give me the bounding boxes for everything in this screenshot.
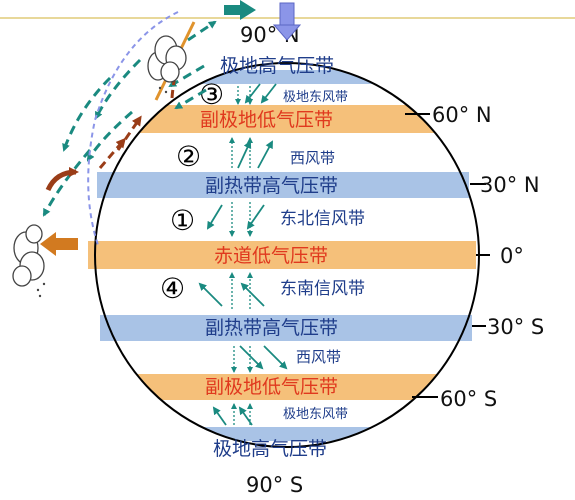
marker-1: ① — [170, 204, 195, 237]
outflow-arrow-icon — [40, 232, 78, 256]
wind-arrow-westerly-n1 — [237, 140, 252, 169]
surface-wind-arrows — [198, 83, 288, 426]
lat-label-90s: 90° S — [246, 473, 303, 497]
wind-arrow-se-trade-2 — [240, 282, 265, 307]
label-polar-easterlies-south: 极地东风带 — [283, 407, 348, 422]
label-polar-high-north: 极地高气压带 — [220, 55, 334, 77]
upper-circulation-arrows — [42, 20, 217, 217]
marker-2: ② — [176, 140, 201, 173]
wind-arrow-westerly-n2 — [257, 140, 273, 169]
label-polar-high-south: 极地高气压带 — [213, 438, 327, 460]
wind-arrow-ne-trade-1 — [206, 204, 223, 230]
label-westerlies-north: 西风带 — [290, 149, 335, 167]
outflow-arrow-top — [224, 0, 256, 20]
wind-arrow-ne-trade-2 — [246, 204, 265, 230]
label-subpolar-low-south: 副极地低气压带 — [205, 376, 338, 398]
lat-label-30n: 30° N — [480, 173, 540, 197]
lat-label-30s: 30° S — [487, 315, 544, 339]
band-subtropical-high-north — [97, 172, 469, 198]
label-equatorial-low: 赤道低气压带 — [214, 245, 328, 267]
rain-dots — [36, 86, 168, 298]
wind-arrow-se-trade-1 — [198, 282, 223, 307]
label-subtropical-high-north: 副热带高气压带 — [205, 175, 338, 197]
wind-arrow-polar-east-s2 — [238, 406, 253, 426]
label-subtropical-high-south: 副热带高气压带 — [205, 317, 338, 339]
rising-arrow-icon — [45, 167, 79, 192]
lat-label-60s: 60° S — [440, 387, 497, 411]
lat-label-60n: 60° N — [432, 103, 492, 127]
wind-arrow-polar-east-n1 — [244, 83, 261, 104]
label-westerlies-south: 西风带 — [296, 348, 341, 366]
cloud-icon-equator — [12, 224, 45, 287]
band-subtropical-high-south — [100, 315, 472, 341]
wind-arrow-westerly-s2 — [263, 345, 288, 370]
globe — [88, 62, 480, 448]
band-subpolar-low-south — [95, 374, 479, 400]
marker-4: ④ — [160, 272, 185, 305]
lat-label-equator: 0° — [500, 244, 524, 268]
band-equatorial-low — [88, 241, 476, 269]
cloud-icon — [147, 35, 187, 83]
marker-3: ③ — [199, 78, 224, 111]
label-ne-trades: 东北信风带 — [280, 209, 365, 229]
subsidence-arrow-icon — [272, 2, 302, 41]
label-polar-easterlies-north: 极地东风带 — [283, 90, 348, 105]
wind-arrow-westerly-s1 — [239, 345, 264, 370]
label-se-trades: 东南信风带 — [280, 279, 365, 299]
wind-arrow-polar-east-n2 — [260, 83, 277, 104]
latitude-ticks — [405, 113, 490, 398]
wind-arrow-polar-east-s1 — [212, 406, 227, 426]
circulation-loop-arc — [87, 11, 179, 246]
label-subpolar-low-north: 副极地低气压带 — [200, 109, 333, 131]
